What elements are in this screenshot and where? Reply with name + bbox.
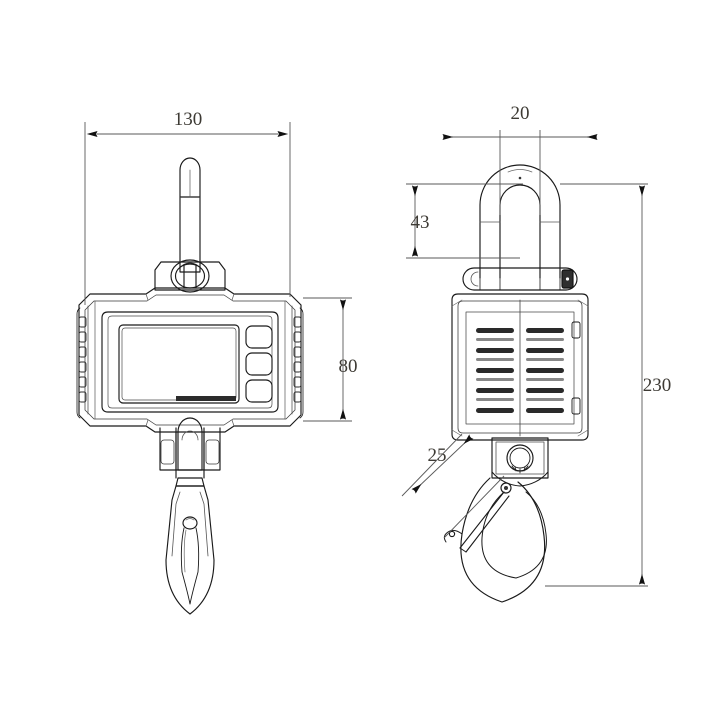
dimension-label-25: 25 — [428, 445, 447, 466]
front-view — [76, 157, 304, 615]
lcd-display — [118, 324, 240, 404]
swivel-eye — [159, 417, 221, 479]
dimension-width-20 — [442, 130, 598, 215]
scale-body — [78, 287, 302, 433]
button-2[interactable] — [245, 352, 273, 376]
shackle-bow — [479, 164, 561, 279]
hook-tip — [443, 529, 463, 543]
hook-narrow-profile — [165, 477, 215, 615]
dimension-label-130: 130 — [174, 109, 203, 130]
scale-body-side — [451, 293, 589, 441]
shackle-pin-housing — [154, 259, 226, 293]
safety-latch-side — [459, 491, 510, 553]
louver-vents — [476, 328, 564, 413]
dimension-height-230 — [545, 183, 648, 587]
dimension-label-43: 43 — [411, 212, 430, 233]
right-grip-ribs — [291, 305, 304, 419]
hook — [443, 471, 549, 603]
dimension-width-130 — [84, 122, 291, 305]
left-grip-ribs — [76, 305, 89, 419]
dimension-throat-25 — [401, 433, 505, 539]
side-view — [443, 164, 589, 603]
dimension-layer — [84, 122, 648, 587]
dimension-label-80: 80 — [339, 356, 358, 377]
swivel-nut — [491, 437, 549, 479]
button-1[interactable] — [245, 325, 273, 349]
shackle-pin — [462, 267, 578, 291]
safety-latch — [180, 527, 200, 605]
dimension-label-20: 20 — [511, 103, 530, 124]
dimension-height-43 — [406, 183, 523, 259]
shackle-bar — [179, 157, 201, 273]
dimension-label-230: 230 — [643, 375, 672, 396]
button-3[interactable] — [245, 379, 273, 403]
dimension-height-80 — [303, 297, 352, 422]
dimension-labels: 130 80 20 43 230 25 — [174, 103, 672, 466]
